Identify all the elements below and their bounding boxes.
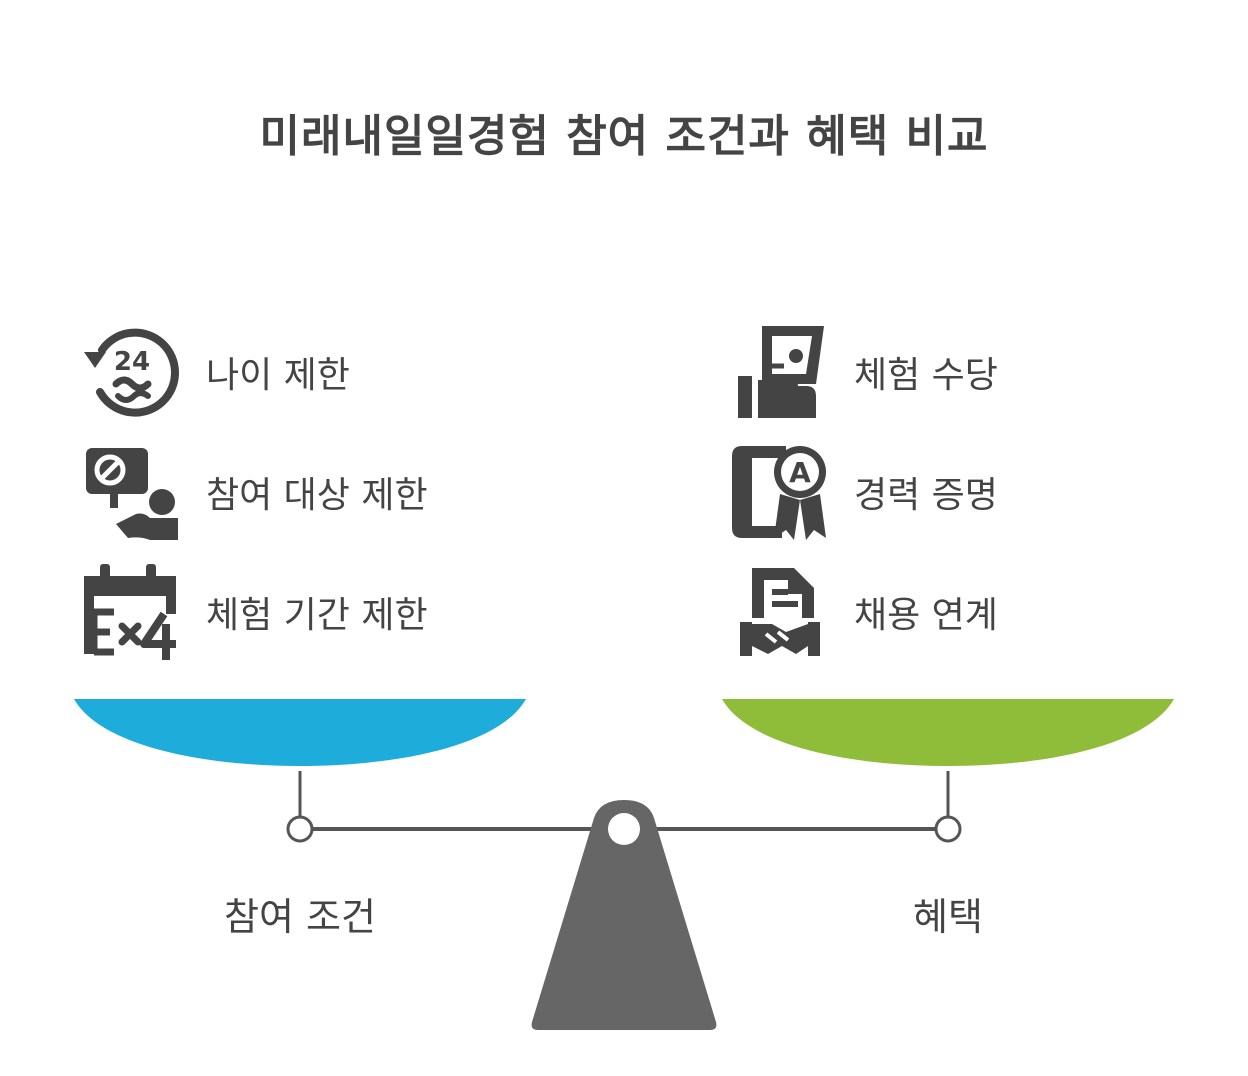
condition-label-period: 체험 기간 제한 xyxy=(206,595,428,636)
benefit-item-allowance: 체험 수당 xyxy=(728,322,998,422)
certificate-award-icon: A xyxy=(732,446,826,540)
svg-text:A: A xyxy=(789,456,811,489)
fulcrum-hole xyxy=(608,813,640,845)
left-pan xyxy=(74,699,526,766)
calendar-x4-icon xyxy=(84,564,176,660)
left-pivot xyxy=(286,815,314,843)
benefits-label: 혜택 xyxy=(913,895,983,939)
condition-item-period: 체험 기간 제한 xyxy=(80,562,428,662)
condition-label-target: 참여 대상 제한 xyxy=(206,475,428,516)
conditions-label: 참여 조건 xyxy=(224,895,376,939)
benefit-label-certificate: 경력 증명 xyxy=(854,475,998,516)
svg-text:24: 24 xyxy=(114,347,150,377)
benefit-label-hiring: 채용 연계 xyxy=(854,595,998,636)
contract-handshake-icon xyxy=(740,568,820,656)
benefit-item-certificate: A 경력 증명 xyxy=(728,442,998,542)
condition-label-age: 나이 제한 xyxy=(206,355,350,396)
benefit-item-hiring: 채용 연계 xyxy=(728,562,998,662)
condition-item-target: 참여 대상 제한 xyxy=(80,442,428,542)
right-pan xyxy=(722,699,1174,766)
no-sign-person-icon xyxy=(86,448,178,540)
page-title: 미래내일일경험 참여 조건과 혜택 비교 xyxy=(259,111,989,162)
clock-24-icon: 24 xyxy=(84,328,179,417)
fulcrum xyxy=(531,800,717,1030)
condition-item-age: 24 나이 제한 xyxy=(80,322,350,422)
right-pivot xyxy=(934,815,962,843)
money-hand-icon xyxy=(738,326,824,418)
benefit-label-allowance: 체험 수당 xyxy=(854,355,998,396)
